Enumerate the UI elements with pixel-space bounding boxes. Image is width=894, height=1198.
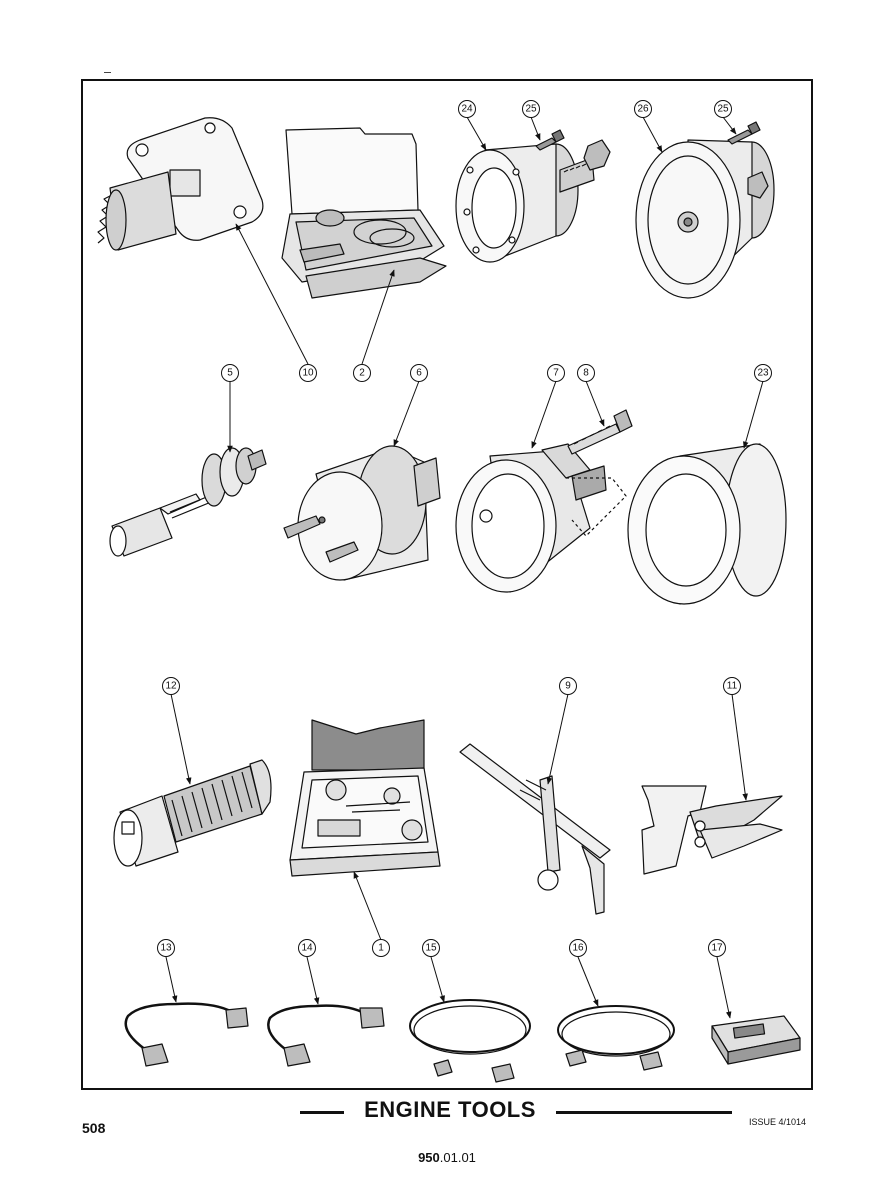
callout-9: 9 xyxy=(559,677,577,695)
tool-25-screw-b xyxy=(727,121,761,145)
svg-text:12: 12 xyxy=(165,681,177,692)
svg-text:6: 6 xyxy=(416,368,422,379)
svg-text:5: 5 xyxy=(227,368,233,379)
callout-1: 1 xyxy=(372,939,390,957)
corner-mark xyxy=(104,72,111,73)
tool-9-locking-lever xyxy=(459,743,611,915)
svg-text:25: 25 xyxy=(717,104,729,115)
svg-text:13: 13 xyxy=(160,943,172,954)
callout-10: 10 xyxy=(299,364,317,382)
callout-23: 23 xyxy=(754,364,772,382)
callout-25: 25 xyxy=(522,100,540,118)
callout-25: 25 xyxy=(714,100,732,118)
tool-17-module xyxy=(711,1015,801,1065)
page-title: ENGINE TOOLS xyxy=(364,1097,536,1122)
tool-10-flywheel-turner xyxy=(97,117,264,251)
svg-text:23: 23 xyxy=(757,368,769,379)
svg-text:15: 15 xyxy=(425,943,437,954)
part-reference: 950.01.01 xyxy=(380,1150,514,1165)
svg-text:9: 9 xyxy=(565,681,571,692)
callout-16: 16 xyxy=(569,939,587,957)
tool-23-adapter-ring xyxy=(627,443,787,605)
svg-text:24: 24 xyxy=(461,104,473,115)
svg-text:7: 7 xyxy=(553,368,559,379)
tool-1-kit-box xyxy=(289,719,441,877)
callout-12: 12 xyxy=(162,677,180,695)
tool-16-cable-coil xyxy=(557,1005,675,1071)
svg-text:2: 2 xyxy=(359,368,365,379)
tool-8-bolt xyxy=(567,409,633,455)
page-number: 508 xyxy=(82,1120,106,1136)
svg-text:26: 26 xyxy=(637,104,649,115)
callout-5: 5 xyxy=(221,364,239,382)
callout-24: 24 xyxy=(458,100,476,118)
callout-11: 11 xyxy=(723,677,741,695)
tool-26-flywheel-disc xyxy=(635,139,775,299)
tool-11-pliers xyxy=(641,785,783,875)
callout-14: 14 xyxy=(298,939,316,957)
tool-6-cylinder-holder xyxy=(283,445,441,581)
svg-text:11: 11 xyxy=(727,681,738,692)
tool-15-cable-coil xyxy=(409,999,531,1083)
callout-8: 8 xyxy=(577,364,595,382)
callout-26: 26 xyxy=(634,100,652,118)
tool-2-case-kit xyxy=(281,127,447,299)
tool-5-extractor xyxy=(109,447,267,557)
callout-15: 15 xyxy=(422,939,440,957)
tool-14-cable xyxy=(267,1004,385,1067)
tool-24-puller xyxy=(455,139,611,263)
tool-25-screw xyxy=(535,129,565,151)
callout-7: 7 xyxy=(547,364,565,382)
svg-text:17: 17 xyxy=(711,943,723,954)
leader-lines xyxy=(165,116,764,1019)
svg-text:16: 16 xyxy=(572,943,584,954)
callout-17: 17 xyxy=(708,939,726,957)
issue-label: ISSUE 4/1014 xyxy=(749,1117,807,1127)
tool-13-cable xyxy=(124,1002,249,1067)
part-reference-bold: 950 xyxy=(418,1150,440,1165)
title-rule-right xyxy=(556,1111,732,1114)
callout-6: 6 xyxy=(410,364,428,382)
svg-text:10: 10 xyxy=(302,368,314,379)
svg-text:25: 25 xyxy=(525,104,537,115)
callout-2: 2 xyxy=(353,364,371,382)
tool-12-knurled-bar xyxy=(113,759,272,867)
svg-text:1: 1 xyxy=(378,943,384,954)
callout-13: 13 xyxy=(157,939,175,957)
svg-text:8: 8 xyxy=(583,368,589,379)
callouts: 24 25 26 25 10 2 5 6 7 8 23 12 9 11 1 13… xyxy=(157,100,772,957)
svg-text:14: 14 xyxy=(301,943,313,954)
title-rule-left xyxy=(300,1111,344,1114)
tool-7-retainer-ring xyxy=(455,443,627,593)
part-reference-rest: .01.01 xyxy=(439,1150,476,1165)
